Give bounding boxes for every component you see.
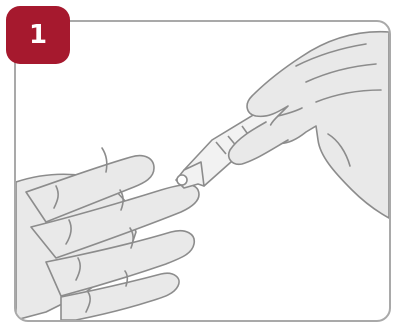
step-number-badge: 1 <box>6 6 70 64</box>
lancet-fingerprick-illustration <box>16 22 389 320</box>
illustration-frame <box>14 20 391 322</box>
left-hand-icon <box>16 148 199 320</box>
